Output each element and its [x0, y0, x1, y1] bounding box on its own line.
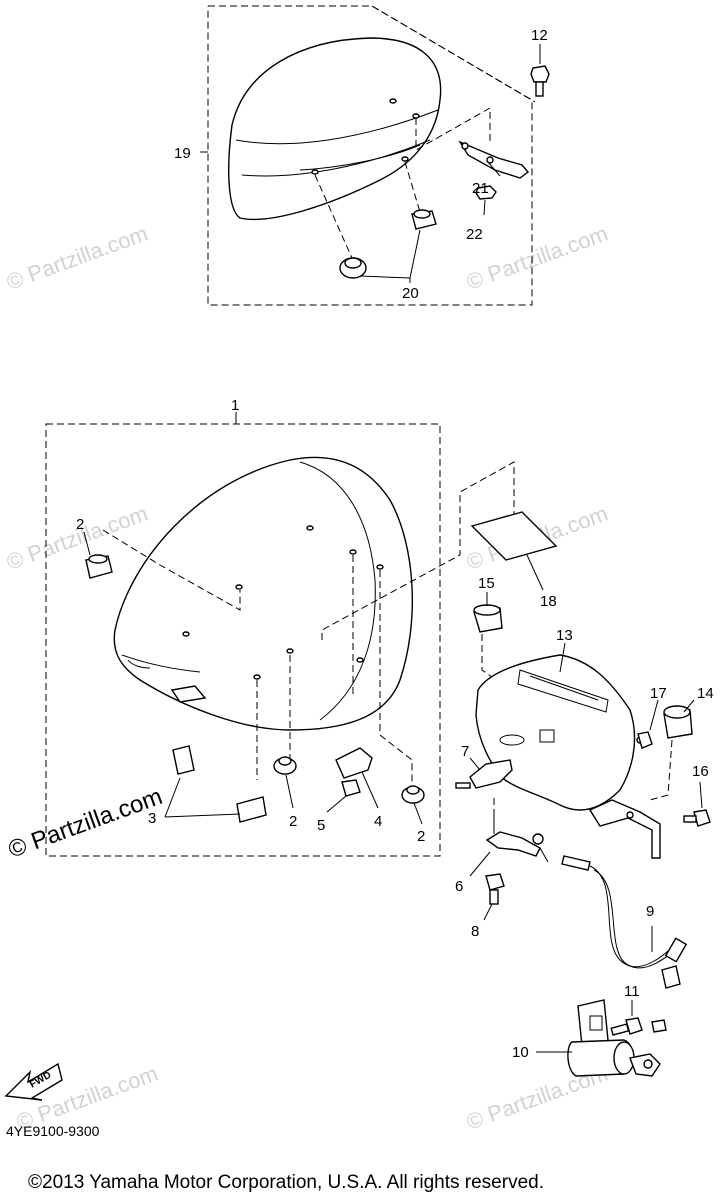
callout-9: 9: [646, 903, 654, 920]
screw-11: [610, 1017, 667, 1036]
callout-20: 20: [402, 285, 419, 302]
callout-4: 4: [374, 813, 382, 830]
callout-10: 10: [512, 1044, 529, 1061]
rear-seat: [228, 37, 442, 221]
assembly-line: [314, 174, 353, 259]
rear-seat-bracket: [458, 140, 530, 179]
forward-arrow-icon: FWD: [4, 1062, 63, 1101]
callout-22: 22: [466, 226, 483, 243]
damper-2: [85, 554, 113, 579]
callout-3: 3: [148, 810, 156, 827]
callout-17: 17: [650, 685, 667, 702]
cover-13: [475, 654, 661, 859]
damper-2: [273, 756, 297, 775]
screw-17: [637, 731, 653, 749]
damper-20: [411, 209, 437, 230]
grommet-15: [473, 604, 503, 633]
assembly-line: [321, 461, 515, 640]
main-seat: [113, 456, 414, 731]
callout-8: 8: [471, 923, 479, 940]
callout-16: 16: [692, 763, 709, 780]
diagram-code: 4YE9100-9300: [6, 1123, 100, 1139]
assembly-line: [649, 739, 673, 801]
bracket-4: [335, 747, 373, 779]
callout-2: 2: [417, 828, 425, 845]
callout-2: 2: [289, 813, 297, 830]
clip-3: [172, 745, 195, 775]
bolt-8: [485, 873, 505, 905]
assembly-line: [102, 529, 241, 611]
hook-6: [485, 796, 549, 863]
callout-5: 5: [317, 817, 325, 834]
callout-15: 15: [478, 575, 495, 592]
damper-20: [339, 257, 367, 279]
assembly-line: [404, 161, 421, 213]
callout-14: 14: [697, 685, 714, 702]
callout-2: 2: [76, 516, 84, 533]
lock-10: [567, 999, 661, 1077]
callout-13: 13: [556, 627, 573, 644]
group-19-outline: [207, 5, 533, 306]
callout-7: 7: [461, 743, 469, 760]
nut-22: [475, 185, 497, 200]
bolt-16: [683, 809, 711, 827]
assembly-line: [379, 570, 413, 782]
callout-12: 12: [531, 27, 548, 44]
nut-5: [341, 779, 361, 797]
callout-11: 11: [624, 983, 640, 1000]
watermark-large: © Partzilla.com: [5, 783, 166, 864]
grommet-14: [663, 705, 693, 739]
group-1-outline: [45, 423, 441, 857]
clip-3: [236, 796, 267, 823]
callout-21: 21: [472, 180, 489, 197]
callout-6: 6: [455, 878, 463, 895]
bracket-7: [469, 759, 513, 789]
watermark: © Partzilla.com: [3, 221, 151, 295]
watermark: © Partzilla.com: [3, 501, 151, 575]
cable-9: [532, 833, 688, 989]
copyright-notice: ©2013 Yamaha Motor Corporation, U.S.A. A…: [28, 1172, 544, 1193]
damper-2: [401, 785, 425, 804]
assembly-line: [371, 5, 536, 103]
pad-18: [470, 511, 558, 561]
bolt-12: [530, 65, 550, 97]
callout-19: 19: [174, 145, 191, 162]
callout-18: 18: [540, 593, 557, 610]
assembly-line: [415, 107, 491, 151]
watermark: © Partzilla.com: [463, 221, 611, 295]
callout-1: 1: [231, 397, 239, 414]
